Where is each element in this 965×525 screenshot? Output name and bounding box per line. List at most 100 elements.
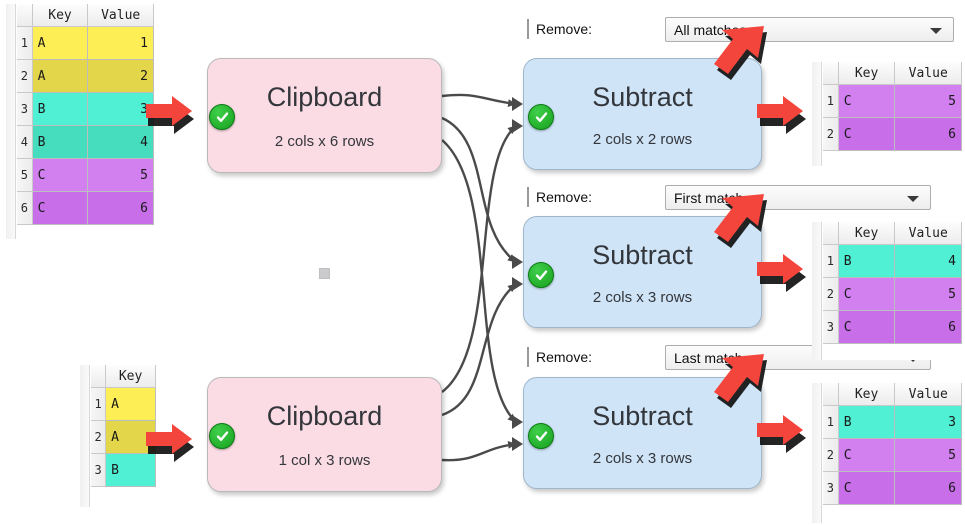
cell-key[interactable]: A — [105, 387, 156, 421]
result-table-first-panel[interactable]: Key Value 1 B 4 2 C 5 3 C 6 — [812, 222, 962, 360]
node-clipboard-top[interactable]: Clipboard 2 cols x 6 rows — [207, 58, 442, 173]
chevron-down-icon[interactable] — [907, 195, 919, 202]
table-row[interactable]: 1 C 5 — [823, 84, 962, 118]
cell-key[interactable]: B — [837, 405, 896, 439]
table-row[interactable]: 4 B 4 — [17, 125, 154, 159]
cell-value[interactable]: 4 — [87, 125, 154, 159]
cell-key[interactable]: C — [837, 84, 896, 118]
cell-key[interactable]: B — [105, 453, 156, 487]
row-number[interactable]: 1 — [823, 405, 839, 439]
remove-dropdown-first-match[interactable]: First match — [665, 185, 931, 210]
source-table-top-panel[interactable]: Key Value 1 A 1 2 A 2 3 B 3 — [6, 4, 154, 239]
result-table-last-panel[interactable]: Key Value 1 B 3 2 C 5 3 C 6 — [812, 383, 962, 523]
table-row[interactable]: 6 C 6 — [17, 191, 154, 225]
cell-value[interactable]: 5 — [87, 158, 154, 192]
column-header-key[interactable]: Key — [838, 222, 896, 245]
cell-key[interactable]: C — [837, 438, 896, 472]
table-row[interactable]: 5 C 5 — [17, 158, 154, 192]
table-row[interactable]: 3 B — [91, 453, 156, 487]
chevron-down-icon[interactable] — [930, 27, 942, 34]
cell-value[interactable]: 3 — [87, 92, 154, 126]
column-header-value[interactable]: Value — [87, 4, 154, 27]
remove-row-last: Remove: — [527, 347, 593, 367]
row-number[interactable]: 1 — [91, 387, 107, 421]
input-port-upper[interactable] — [512, 255, 523, 269]
cell-value[interactable]: 2 — [87, 59, 154, 93]
row-number[interactable]: 1 — [17, 26, 33, 60]
cell-key[interactable]: C — [837, 471, 896, 505]
cell-value[interactable]: 6 — [894, 310, 962, 344]
input-port-lower[interactable] — [512, 437, 523, 451]
row-number[interactable]: 2 — [17, 59, 33, 93]
result-table-all-matches[interactable]: Key Value 1 C 5 2 C 6 — [823, 62, 962, 151]
column-header-key[interactable]: Key — [105, 365, 156, 388]
cell-key[interactable]: B — [31, 92, 89, 126]
row-number[interactable]: 3 — [17, 92, 33, 126]
input-port-lower[interactable] — [512, 119, 523, 133]
table-row[interactable]: 3 C 6 — [823, 310, 962, 344]
cell-value[interactable]: 1 — [87, 26, 154, 60]
cell-value[interactable]: 6 — [894, 471, 962, 505]
result-table-last-match[interactable]: Key Value 1 B 3 2 C 5 3 C 6 — [823, 383, 962, 505]
cell-key[interactable]: A — [31, 59, 89, 93]
vertical-scrollbar[interactable] — [6, 4, 16, 239]
cell-value[interactable]: 4 — [894, 244, 962, 278]
table-row[interactable]: 2 C 6 — [823, 117, 962, 151]
source-table-bottom-panel[interactable]: Key 1 A 2 A 3 B — [80, 365, 156, 507]
node-clipboard-bottom[interactable]: Clipboard 1 col x 3 rows — [207, 377, 442, 492]
table-row[interactable]: 1 A — [91, 387, 156, 421]
row-number[interactable]: 2 — [823, 117, 839, 151]
row-number[interactable]: 2 — [823, 438, 839, 472]
vertical-scrollbar[interactable] — [812, 62, 822, 166]
cell-key[interactable]: B — [837, 244, 896, 278]
row-number[interactable]: 4 — [17, 125, 33, 159]
input-port-upper[interactable] — [512, 415, 523, 429]
table-row[interactable]: 2 A 2 — [17, 59, 154, 93]
column-header-key[interactable]: Key — [838, 62, 896, 85]
vertical-scrollbar[interactable] — [80, 365, 90, 507]
vertical-scrollbar[interactable] — [812, 383, 822, 523]
row-number[interactable]: 3 — [91, 453, 107, 487]
cell-key[interactable]: C — [837, 277, 896, 311]
table-row[interactable]: 3 C 6 — [823, 471, 962, 505]
table-row[interactable]: 2 C 5 — [823, 277, 962, 311]
cell-value[interactable]: 5 — [894, 277, 962, 311]
source-table-top[interactable]: Key Value 1 A 1 2 A 2 3 B 3 — [17, 4, 154, 225]
cell-key[interactable]: C — [31, 191, 89, 225]
column-header-value[interactable]: Value — [894, 222, 962, 245]
column-header-value[interactable]: Value — [894, 62, 962, 85]
row-number[interactable]: 2 — [91, 420, 107, 454]
column-header-key[interactable]: Key — [838, 383, 896, 406]
row-number[interactable]: 5 — [17, 158, 33, 192]
annotation-arrow-right-clipboard-bottom — [146, 424, 220, 476]
cell-value[interactable]: 6 — [894, 117, 962, 151]
cell-value[interactable]: 6 — [87, 191, 154, 225]
table-row[interactable]: 1 A 1 — [17, 26, 154, 60]
result-table-first-match[interactable]: Key Value 1 B 4 2 C 5 3 C 6 — [823, 222, 962, 344]
cell-key[interactable]: A — [31, 26, 89, 60]
vertical-scrollbar[interactable] — [812, 222, 822, 360]
cell-key[interactable]: C — [837, 310, 896, 344]
source-table-bottom[interactable]: Key 1 A 2 A 3 B — [91, 365, 156, 487]
result-table-all-panel[interactable]: Key Value 1 C 5 2 C 6 — [812, 62, 962, 166]
cell-value[interactable]: 3 — [894, 405, 962, 439]
table-row[interactable]: 1 B 3 — [823, 405, 962, 439]
cell-key[interactable]: C — [31, 158, 89, 192]
column-header-key[interactable]: Key — [32, 4, 89, 27]
column-header-value[interactable]: Value — [894, 383, 962, 406]
input-port-upper[interactable] — [512, 97, 523, 111]
row-number[interactable]: 6 — [17, 191, 33, 225]
remove-dropdown-all-matches[interactable]: All matches — [665, 17, 954, 42]
cell-value[interactable]: 5 — [894, 438, 962, 472]
node-subtract-all-matches[interactable]: Subtract 2 cols x 2 rows — [523, 58, 762, 170]
cell-key[interactable]: C — [837, 117, 896, 151]
table-row[interactable]: 3 B 3 — [17, 92, 154, 126]
table-row[interactable]: 1 B 4 — [823, 244, 962, 278]
row-number[interactable]: 3 — [823, 471, 839, 505]
table-row[interactable]: 2 C 5 — [823, 438, 962, 472]
row-number[interactable]: 3 — [823, 310, 839, 344]
cell-key[interactable]: B — [31, 125, 89, 159]
cell-value[interactable]: 5 — [894, 84, 962, 118]
input-port-lower[interactable] — [512, 277, 523, 291]
row-number[interactable]: 1 — [823, 84, 839, 118]
